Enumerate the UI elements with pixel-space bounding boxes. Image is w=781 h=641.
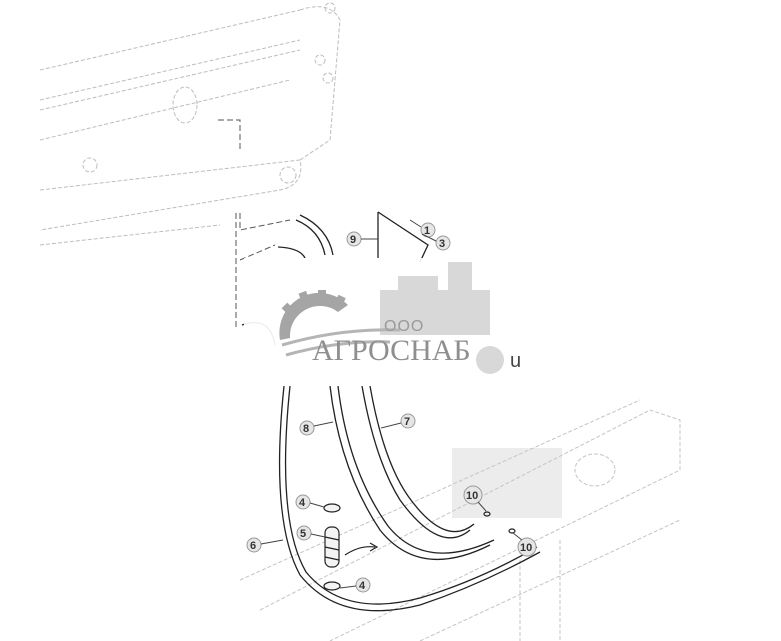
- callout-6: 6: [246, 537, 284, 553]
- callout-3: 3: [421, 233, 451, 251]
- callouts: 1 3 9 8 7 4 5 6 4 10 10: [246, 219, 537, 593]
- watermark-suffix: u: [510, 350, 522, 372]
- svg-text:4: 4: [359, 580, 366, 592]
- hose-7: [361, 385, 475, 539]
- svg-text:7: 7: [404, 416, 410, 428]
- callout-7: 7: [380, 413, 416, 429]
- boom-frame-outline: [39, 2, 341, 246]
- callout-5: 5: [296, 525, 326, 541]
- callout-10b: 10: [512, 532, 537, 557]
- valve-block: [452, 448, 562, 518]
- svg-text:8: 8: [303, 423, 309, 435]
- svg-text:3: 3: [439, 238, 445, 250]
- svg-text:10: 10: [520, 542, 532, 554]
- callout-9: 9: [346, 231, 378, 247]
- svg-text:9: 9: [350, 234, 356, 246]
- callout-4a: 4: [295, 494, 325, 510]
- gear-icon: [279, 290, 348, 340]
- part-5-spiral-guard: [323, 503, 379, 591]
- svg-text:6: 6: [250, 540, 256, 552]
- svg-text:10: 10: [466, 490, 478, 502]
- watermark-name: АГРОСНАБ: [312, 334, 471, 367]
- svg-text:1: 1: [424, 225, 430, 237]
- callout-10a: 10: [463, 485, 487, 512]
- svg-text:5: 5: [300, 528, 306, 540]
- o-rings-10: [483, 511, 516, 534]
- callout-4b: 4: [339, 577, 371, 593]
- callout-8: 8: [299, 420, 334, 436]
- combine-harvester-icon: [380, 262, 504, 374]
- svg-text:4: 4: [299, 497, 306, 509]
- watermark-prefix: ООО: [384, 318, 425, 335]
- hose-8: [329, 385, 495, 561]
- callout-1: 1: [409, 219, 436, 238]
- chassis-outline: [239, 399, 681, 641]
- bracket-9: [377, 211, 429, 263]
- hose-6: [278, 385, 541, 612]
